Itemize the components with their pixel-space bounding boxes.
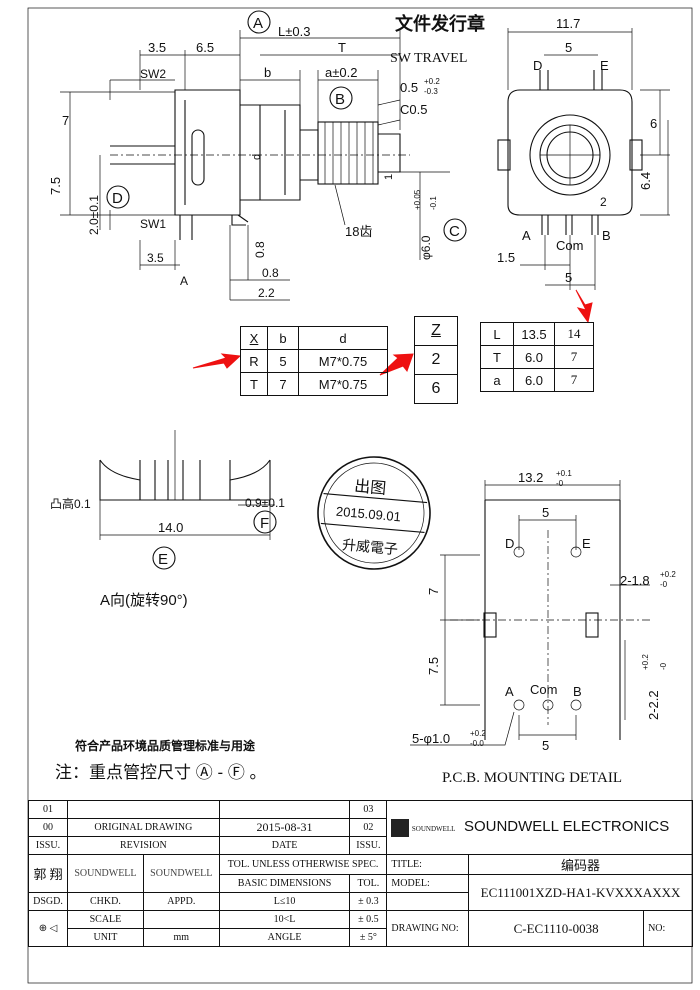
svg-text:E: E (600, 58, 609, 73)
release-stamp: 出图 2015.09.01 升威電子 (317, 456, 431, 570)
svg-text:5: 5 (565, 270, 572, 285)
svg-text:E: E (582, 536, 591, 551)
compliance-note: 符合产品环境品质管理标准与用途 (75, 738, 256, 753)
svg-text:2: 2 (600, 195, 607, 209)
svg-text:18齿: 18齿 (345, 224, 372, 239)
svg-text:0.9±0.1: 0.9±0.1 (245, 496, 285, 510)
svg-text:+0.05: +0.05 (413, 189, 422, 210)
svg-text:-0: -0 (556, 479, 564, 488)
svg-text:2-2.2: 2-2.2 (646, 690, 661, 720)
svg-text:A: A (180, 274, 188, 288)
svg-text:d: d (251, 154, 263, 160)
designer-name: 郭 翔 (28, 854, 68, 893)
svg-text:E: E (158, 551, 168, 568)
pcb-mounting-detail: 13.2 +0.1 -0 5 D E 2-1.8 +0.2 -0 7 7.5 2… (410, 469, 676, 786)
svg-text:-0.1: -0.1 (429, 196, 438, 210)
svg-text:5: 5 (542, 505, 549, 520)
svg-text:0.5: 0.5 (400, 80, 418, 95)
svg-text:+0.2: +0.2 (424, 77, 440, 86)
svg-text:b: b (264, 65, 271, 80)
svg-text:5: 5 (565, 40, 572, 55)
svg-text:φ6.0: φ6.0 (419, 235, 433, 260)
svg-text:-0: -0 (660, 580, 668, 589)
svg-text:1: 1 (383, 174, 395, 180)
svg-text:B: B (573, 684, 582, 699)
sw-travel-label: SW TRAVEL (390, 51, 467, 66)
svg-text:2-1.8: 2-1.8 (620, 573, 650, 588)
svg-text:7: 7 (62, 113, 69, 128)
svg-text:出图: 出图 (353, 477, 386, 498)
svg-text:13.2: 13.2 (518, 470, 543, 485)
svg-text:3.5: 3.5 (148, 40, 166, 55)
svg-text:-0: -0 (659, 662, 668, 670)
key-dims-note: 注：重点管控尺寸 Ⓐ - Ⓕ 。 (55, 763, 267, 782)
red-arrows (192, 289, 593, 376)
side-view: 3.5 6.5 L±0.3 T b a±0.2 0.5 +0.2 -0.3 C0… (48, 24, 450, 301)
approval-stamp-2: SOUNDWELL (142, 854, 220, 893)
svg-text:C: C (449, 223, 460, 240)
svg-text:5-φ1.0: 5-φ1.0 (412, 731, 450, 746)
svg-text:7.5: 7.5 (426, 657, 441, 675)
svg-text:Com: Com (556, 238, 583, 253)
svg-text:2015.09.01: 2015.09.01 (335, 504, 401, 525)
svg-text:SW1: SW1 (140, 217, 166, 231)
circle-labels: A B C D E F (106, 10, 467, 570)
front-view: 11.7 5 D E 6 6.4 2 A Com B 1.5 5 (497, 16, 670, 290)
svg-text:A: A (522, 228, 531, 243)
svg-text:D: D (505, 536, 514, 551)
svg-text:3.5: 3.5 (147, 251, 164, 265)
svg-text:A: A (253, 15, 263, 32)
drawing-frame (27, 7, 693, 984)
table-z: Z 2 6 (414, 316, 458, 404)
svg-text:L±0.3: L±0.3 (278, 24, 310, 39)
view-a: 凸高0.1 0.9±0.1 14.0 A向(旋转90°) (50, 430, 285, 609)
svg-text:2.0±0.1: 2.0±0.1 (87, 195, 101, 235)
svg-text:F: F (260, 515, 269, 532)
svg-text:5: 5 (542, 738, 549, 753)
release-title: 文件发行章 (395, 13, 485, 34)
svg-text:P.C.B. MOUNTING DETAIL: P.C.B. MOUNTING DETAIL (442, 770, 622, 786)
svg-text:6.5: 6.5 (196, 40, 214, 55)
svg-text:-0.0: -0.0 (470, 739, 484, 748)
svg-text:T: T (338, 40, 346, 55)
svg-text:14.0: 14.0 (158, 520, 183, 535)
company-logo-icon (391, 819, 410, 838)
table-lta: L 13.5 14 T 6.0 7 a 6.0 7 (480, 322, 594, 392)
svg-text:D: D (533, 58, 542, 73)
svg-text:-0.3: -0.3 (424, 87, 438, 96)
table-xbd: X b d R 5 M7*0.75 T 7 M7*0.75 (240, 326, 388, 396)
svg-text:7: 7 (426, 588, 441, 595)
svg-text:Com: Com (530, 682, 557, 697)
svg-text:凸高0.1: 凸高0.1 (50, 496, 91, 511)
svg-text:+0.2: +0.2 (641, 654, 650, 670)
svg-text:C0.5: C0.5 (400, 102, 427, 117)
svg-text:+0.2: +0.2 (470, 729, 486, 738)
company-name: SOUNDWELL ELECTRONICS (463, 817, 670, 835)
svg-text:0.8: 0.8 (262, 266, 279, 280)
projection-symbol-icon: ⊕ ◁ (28, 910, 68, 947)
approval-stamp-1: SOUNDWELL (67, 854, 144, 893)
svg-text:0.8: 0.8 (253, 241, 267, 258)
svg-text:A向(旋转90°): A向(旋转90°) (100, 592, 188, 609)
svg-text:7.5: 7.5 (48, 177, 63, 195)
svg-text:2.2: 2.2 (258, 286, 275, 300)
svg-text:B: B (602, 228, 611, 243)
svg-text:11.7: 11.7 (556, 16, 580, 31)
svg-text:D: D (112, 190, 123, 207)
svg-text:SW2: SW2 (140, 67, 166, 81)
svg-text:6: 6 (650, 116, 657, 131)
svg-text:A: A (505, 684, 514, 699)
svg-text:6.4: 6.4 (638, 172, 653, 190)
svg-text:1.5: 1.5 (497, 250, 515, 265)
svg-text:+0.2: +0.2 (660, 570, 676, 579)
svg-text:+0.1: +0.1 (556, 469, 572, 478)
svg-text:升威電子: 升威電子 (341, 536, 398, 557)
svg-text:a±0.2: a±0.2 (325, 65, 357, 80)
svg-text:B: B (335, 91, 345, 108)
title-block: 01 03 SOUNDWELL SOUNDWELL ELECTRONICS 00… (28, 800, 693, 947)
